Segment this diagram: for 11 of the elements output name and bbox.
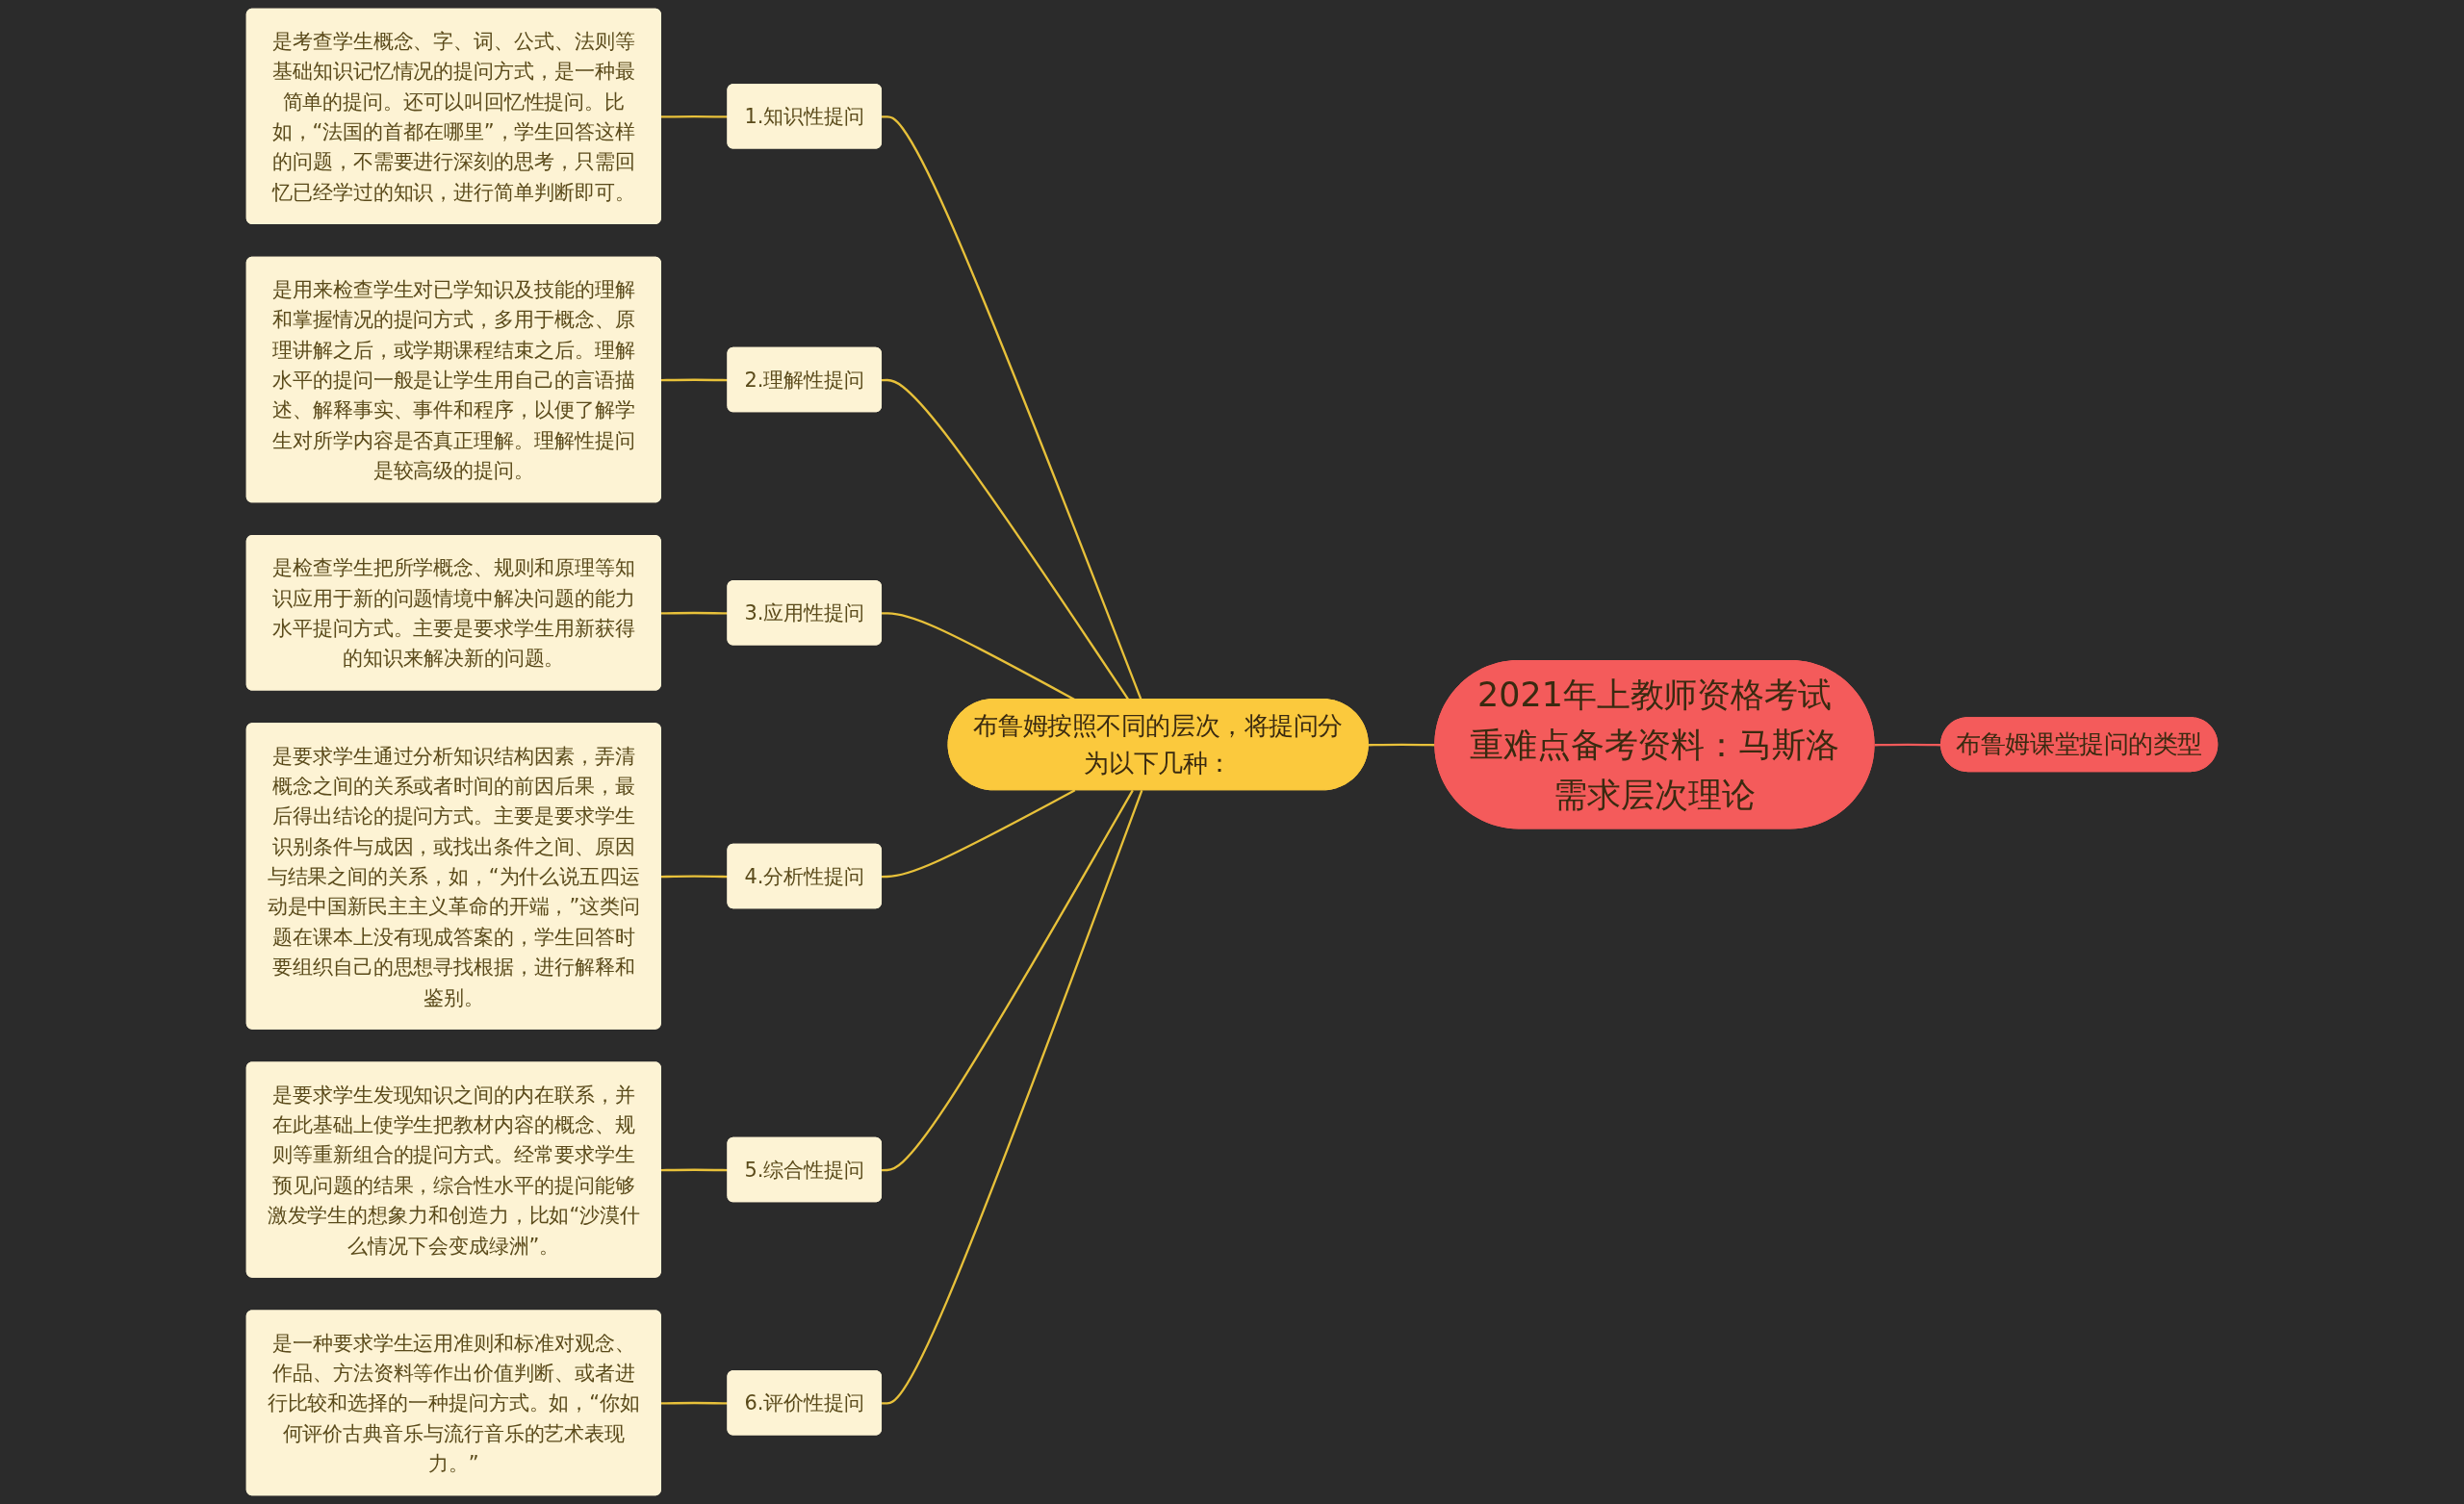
connector [882,115,1142,701]
connector [882,378,1130,701]
connector [882,789,1143,1405]
connector [660,378,729,382]
connector [660,611,729,615]
connector [660,115,729,118]
connector [882,789,1134,1172]
connector [660,1401,729,1405]
connector [882,789,1076,879]
connector [660,875,729,879]
connector [660,1168,729,1172]
